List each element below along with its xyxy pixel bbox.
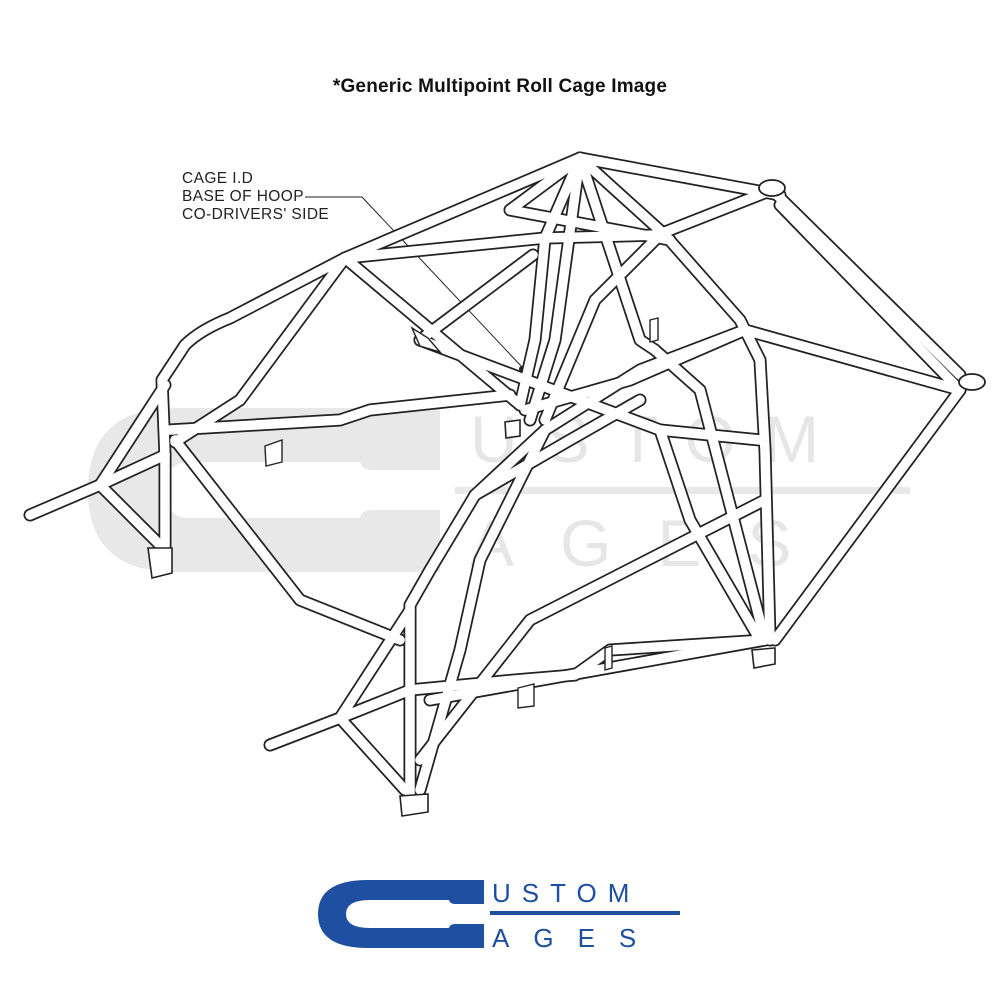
mount-plate-rear-right [751,647,776,669]
logo-c-shape [318,880,484,948]
tube-fill-23 [767,185,965,380]
tube-fill-29 [540,325,750,435]
tube-fill-35 [415,425,550,795]
tube-fill-32 [335,713,410,795]
tube-fill-22 [660,185,777,237]
callout-label: CAGE I.D BASE OF HOOP CO-DRIVERS' SIDE [182,170,329,224]
tube-fill-13 [575,153,670,240]
logo-bottom-text: AGES [492,923,660,953]
tube-fill-7 [170,253,350,447]
cage-tubes [23,151,967,807]
rear-cap-bottom [958,373,986,391]
tube-fill-25 [740,325,965,395]
page-title: *Generic Multipoint Roll Cage Image [332,76,668,97]
tube-fill-38 [425,635,770,705]
mount-plates [147,419,776,817]
tube-fill-1 [157,253,350,460]
callout-line-3: CO-DRIVERS' SIDE [182,206,330,223]
logo-divider [490,911,680,915]
tube-fill-15 [575,153,660,355]
tube-fill-3 [165,390,515,435]
mount-plate-front-left [147,547,173,579]
rear-cap-top [758,179,786,197]
tube-fill-4 [95,380,170,490]
callout-line-2: BASE OF HOOP [182,188,304,205]
tube-fill-37 [650,345,770,645]
tube-fill-31 [335,605,415,723]
callout-line-1: CAGE I.D [182,170,254,187]
gusset-plates [264,317,659,709]
tube-fill-17 [540,230,665,425]
tube-fill-18 [415,250,538,345]
mount-plate-front-center [399,793,429,817]
tube-fill-26 [770,385,965,645]
tube-fill-8 [170,435,405,645]
logo-top-text: USTOM [492,878,640,908]
tube-fill-16 [660,230,775,645]
tube-fill-36 [655,425,765,645]
tube-fill-21 [505,153,675,245]
rear-strut-caps [758,179,986,391]
tube-fill-24 [775,200,960,390]
tube-fill-34 [415,495,770,765]
tube-fill-28 [405,425,550,695]
mount-plate-mid [504,419,521,439]
tube-fill-5 [95,480,165,550]
tube-fill-39 [470,395,645,500]
